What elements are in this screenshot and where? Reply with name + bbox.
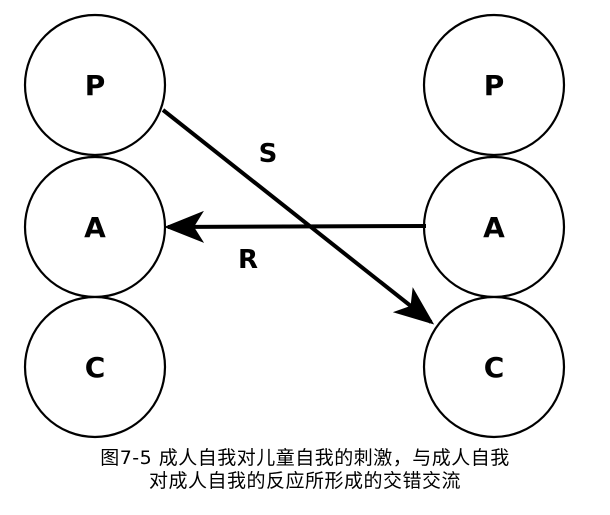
right-parent-state: P [422,13,566,157]
right-adult-state: A [422,155,566,299]
response-transaction: R [164,210,427,275]
figure-caption-line-2: 对成人自我的反应所形成的交错交流 [148,470,461,492]
stimulus-transaction: S [161,108,435,325]
right-parent-label: P [484,69,505,102]
right-person: P A C [422,13,566,439]
left-adult-label: A [84,211,106,244]
left-parent-state: P [23,13,167,157]
left-parent-label: P [85,69,106,102]
stimulus-arrow [161,108,435,325]
stimulus-label: S [259,139,278,169]
response-arrow [164,210,427,243]
right-adult-label: A [483,211,505,244]
left-person: P A C [23,13,167,439]
figure-caption-line-1: 图7-5 成人自我对儿童自我的刺激，与成人自我 [100,447,510,469]
left-adult-state: A [23,155,167,299]
left-child-label: C [85,351,106,384]
transaction-diagram: P A C P A C S R [23,13,566,439]
right-child-state: C [422,295,566,439]
right-child-label: C [484,351,505,384]
response-label: R [238,245,258,275]
left-child-state: C [23,295,167,439]
